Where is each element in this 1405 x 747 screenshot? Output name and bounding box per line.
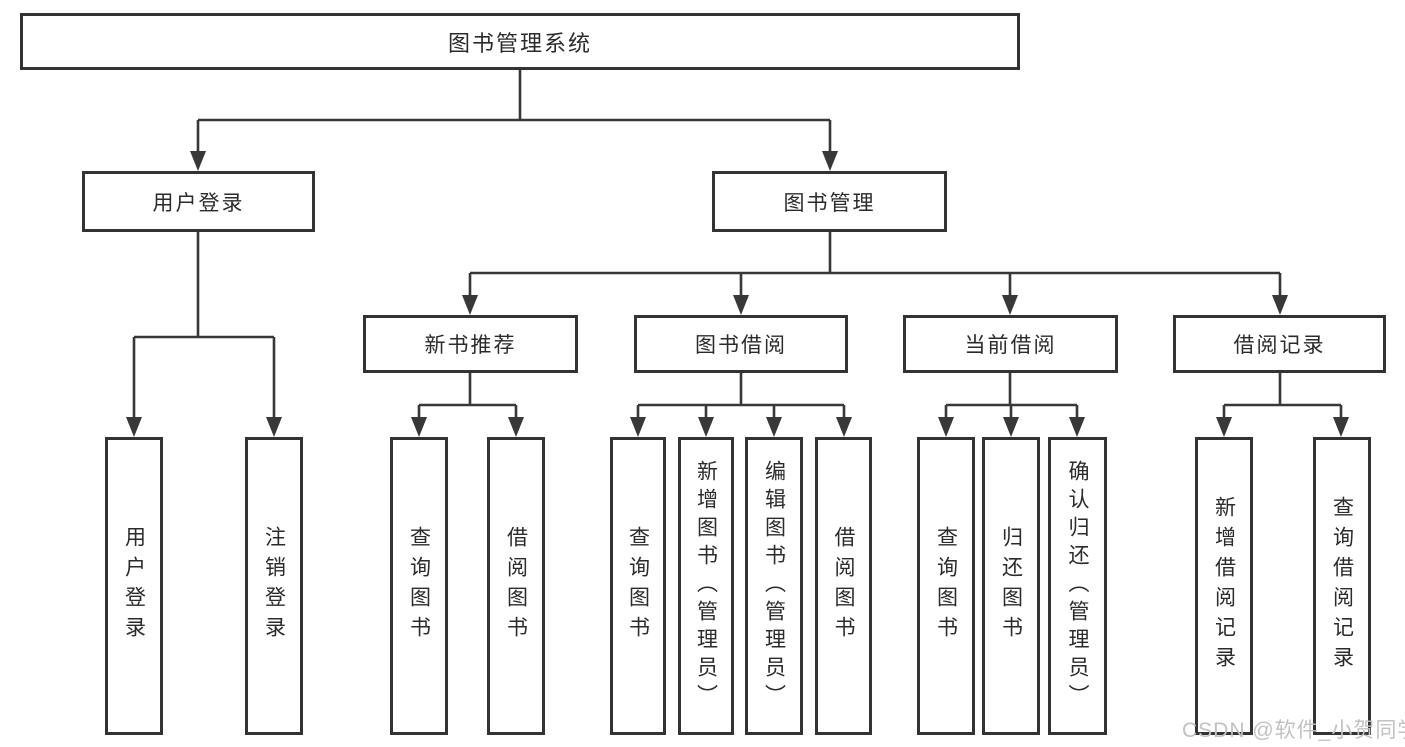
leaf-label: 编辑图书（管理员） [762, 460, 786, 712]
leaf-query-books: 查询图书 [390, 437, 448, 735]
node-label: 图书借阅 [695, 334, 787, 357]
leaf-label: 查询借阅记录 [1330, 496, 1354, 676]
leaf-query-books: 查询图书 [917, 437, 975, 735]
leaf-label: 查询图书 [407, 526, 431, 646]
leaf-label: 用户登录 [122, 526, 146, 646]
node-new-book-recommendation: 新书推荐 [363, 315, 578, 373]
leaf-edit-books-admin: 编辑图书（管理员） [745, 437, 803, 735]
node-label: 用户登录 [152, 191, 245, 215]
node-label: 新书推荐 [424, 334, 517, 357]
node-book-management: 图书管理 [712, 171, 947, 232]
leaf-label: 查询图书 [934, 526, 958, 646]
leaf-return-books: 归还图书 [982, 437, 1040, 735]
leaf-label: 借阅图书 [832, 526, 855, 646]
node-label: 当前借阅 [964, 334, 1057, 357]
leaf-borrow-books: 借阅图书 [487, 437, 545, 735]
leaf-label: 借阅图书 [504, 526, 528, 646]
leaf-query-books: 查询图书 [610, 437, 666, 735]
leaf-label: 查询图书 [626, 526, 650, 646]
leaf-add-books-admin: 新增图书（管理员） [678, 437, 734, 735]
leaf-label: 新增图书（管理员） [694, 460, 718, 712]
node-library-management-system: 图书管理系统 [20, 13, 1020, 70]
watermark: CSDN @软件_小贺同学 [1182, 719, 1405, 742]
leaf-query-borrow-record: 查询借阅记录 [1313, 437, 1371, 735]
node-book-borrowing: 图书借阅 [634, 315, 848, 373]
leaf-user-login: 用户登录 [105, 437, 163, 735]
leaf-label: 确认归还（管理员） [1066, 460, 1089, 712]
node-user-login: 用户登录 [82, 171, 315, 232]
node-label: 图书管理系统 [447, 30, 592, 56]
node-label: 图书管理 [783, 191, 876, 215]
leaf-borrow-books: 借阅图书 [815, 437, 872, 735]
node-label: 借阅记录 [1233, 334, 1326, 357]
leaf-label: 注销登录 [262, 526, 286, 646]
leaf-logout: 注销登录 [245, 437, 303, 735]
node-borrowing-records: 借阅记录 [1173, 315, 1386, 373]
leaf-add-borrow-record: 新增借阅记录 [1195, 437, 1253, 735]
leaf-label: 归还图书 [999, 526, 1023, 646]
leaf-confirm-return-admin: 确认归还（管理员） [1048, 437, 1107, 735]
node-current-borrowing: 当前借阅 [903, 315, 1118, 373]
leaf-label: 新增借阅记录 [1212, 496, 1236, 676]
